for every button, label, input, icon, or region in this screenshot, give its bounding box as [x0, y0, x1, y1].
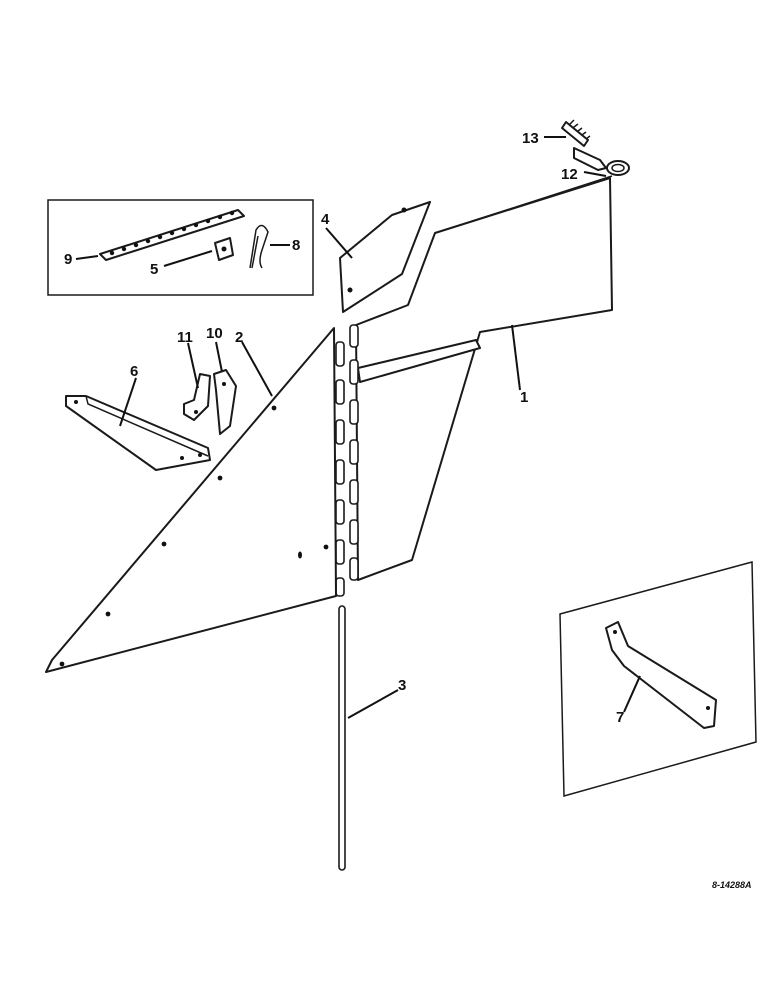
- callout-3: 3: [398, 677, 406, 694]
- part-8-hairpin: [249, 224, 269, 269]
- inset-box-small-parts: 9 5 8: [47, 199, 314, 296]
- part-10-strap: 10: [206, 325, 237, 435]
- callout-5: 5: [150, 261, 158, 278]
- callout-9: 9: [64, 251, 72, 268]
- part-3-rod: 3: [338, 605, 406, 871]
- callout-6: 6: [130, 363, 138, 380]
- callout-2: 2: [235, 329, 243, 346]
- callout-12: 12: [561, 166, 578, 183]
- part-9-strip: [99, 209, 245, 261]
- inset-box-part-7: 7: [559, 561, 757, 797]
- part-6-bracket: 6: [65, 363, 211, 471]
- callout-4: 4: [321, 211, 330, 228]
- part-1-panel: 1: [355, 175, 613, 581]
- leader-5: [163, 250, 213, 267]
- callout-7: 7: [616, 709, 624, 726]
- part-4-plate: 4: [321, 201, 431, 313]
- part-13-spring: 13: [522, 119, 591, 147]
- part-12-pin: 12: [561, 147, 630, 183]
- part-2-triangle-panel: 2: [45, 327, 337, 673]
- callout-8: 8: [292, 237, 300, 254]
- callout-1: 1: [520, 389, 528, 406]
- hinge-knuckles: [335, 324, 359, 597]
- part-11-bracket: 11: [177, 329, 211, 421]
- callout-11: 11: [177, 329, 193, 346]
- drawing-number: 8-14288A: [712, 880, 752, 890]
- part-5-clip: [214, 237, 234, 261]
- callout-13: 13: [522, 130, 539, 147]
- leader-9: [75, 255, 99, 260]
- callout-10: 10: [206, 325, 223, 342]
